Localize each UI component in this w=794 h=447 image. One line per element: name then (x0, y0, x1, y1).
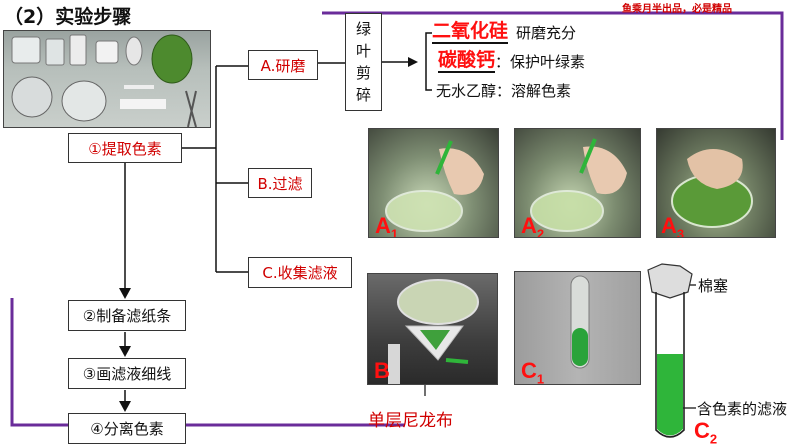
reagent-ethanol-sep: ： (496, 81, 512, 100)
photo-c2-letter: C (694, 418, 710, 443)
photo-a1-letter: A (375, 213, 391, 238)
reagent-list: 二氧化硅 研磨充分 碳酸钙 ： 保护叶绿素 无水乙醇 ： 溶解色素 (432, 18, 732, 104)
reagent-calcium-name: 碳酸钙 (438, 49, 496, 73)
reagent-calcium-role: 保护叶绿素 (510, 52, 586, 71)
reagent-row-ethanol: 无水乙醇 ： 溶解色素 (432, 76, 732, 104)
purple-frame-bottom (10, 298, 405, 427)
photo-b-letter: B (374, 358, 390, 383)
photo-a3: A3 (656, 128, 776, 238)
cut-leaves-box: 绿 叶 剪 碎 (345, 13, 382, 111)
photo-a3-label: A3 (661, 213, 685, 238)
reagent-ethanol-name: 无水乙醇 (436, 81, 497, 100)
equipment-photo (3, 30, 211, 128)
reagent-ethanol-role: 溶解色素 (511, 81, 572, 100)
arrow-3 (119, 401, 131, 412)
photo-a1: A1 (368, 128, 499, 238)
branch-grind: A.研磨 (248, 50, 318, 80)
label-pigment-filtrate: 含色素的滤液 (697, 400, 788, 418)
photo-a2-sub: 2 (536, 226, 545, 238)
step-extract-pigment: ①提取色素 (68, 133, 182, 163)
label-cotton-stopper: 棉塞 (698, 277, 729, 295)
watermark: 鱼乘月半出品，必是精品 (622, 4, 732, 15)
arrow-2 (119, 346, 131, 357)
purple-frame-top (322, 11, 784, 140)
reagent-bracket (425, 32, 432, 91)
photo-a2-letter: A (521, 213, 537, 238)
filtrate-liquid-icon (657, 354, 683, 436)
step-separate-pigment: ④分离色素 (68, 413, 186, 444)
reagent-silica-name: 二氧化硅 (432, 20, 509, 44)
photo-a2-label: A2 (521, 213, 545, 238)
photo-b-label: B (374, 358, 390, 384)
photo-c1-label: C1 (521, 358, 545, 385)
photo-a3-sub: 3 (676, 226, 685, 238)
cut-char-2: 叶 (355, 42, 371, 60)
reagent-row-calcium: 碳酸钙 ： 保护叶绿素 (432, 46, 732, 76)
photo-a3-letter: A (661, 213, 677, 238)
step-draw-filtrate-line: ③画滤液细线 (68, 358, 186, 389)
cut-char-1: 绿 (355, 20, 371, 38)
cut-char-3: 剪 (355, 64, 371, 82)
tube-outline-icon (655, 292, 685, 438)
reagent-silica-role: 研磨充分 (516, 23, 577, 42)
cotton-stopper-icon (647, 263, 693, 299)
branch-filter: B.过滤 (248, 168, 312, 198)
photo-a2: A2 (514, 128, 641, 238)
arrow-1 (119, 288, 131, 299)
reagent-row-silica: 二氧化硅 研磨充分 (432, 18, 732, 46)
cut-char-4: 碎 (355, 86, 371, 104)
photo-a1-sub: 1 (390, 226, 399, 238)
photo-c1: C1 (514, 271, 641, 385)
photo-c2-sub: 2 (709, 431, 718, 447)
photo-c2-label: C2 (694, 418, 717, 446)
test-tube-drawing (647, 263, 693, 438)
photo-c1-letter: C (521, 358, 537, 383)
photo-c1-sub: 1 (536, 371, 545, 385)
branch-collect: C.收集滤液 (248, 257, 352, 288)
reagent-calcium-sep: ： (495, 52, 511, 71)
reagent-arrowhead (408, 57, 418, 67)
photo-b: B (367, 273, 498, 385)
label-nylon-cloth: 单层尼龙布 (368, 411, 453, 431)
step-prepare-paper-strip: ②制备滤纸条 (68, 300, 186, 331)
section-heading: （2）实验步骤 (4, 6, 132, 28)
photo-a1-label: A1 (375, 213, 399, 238)
